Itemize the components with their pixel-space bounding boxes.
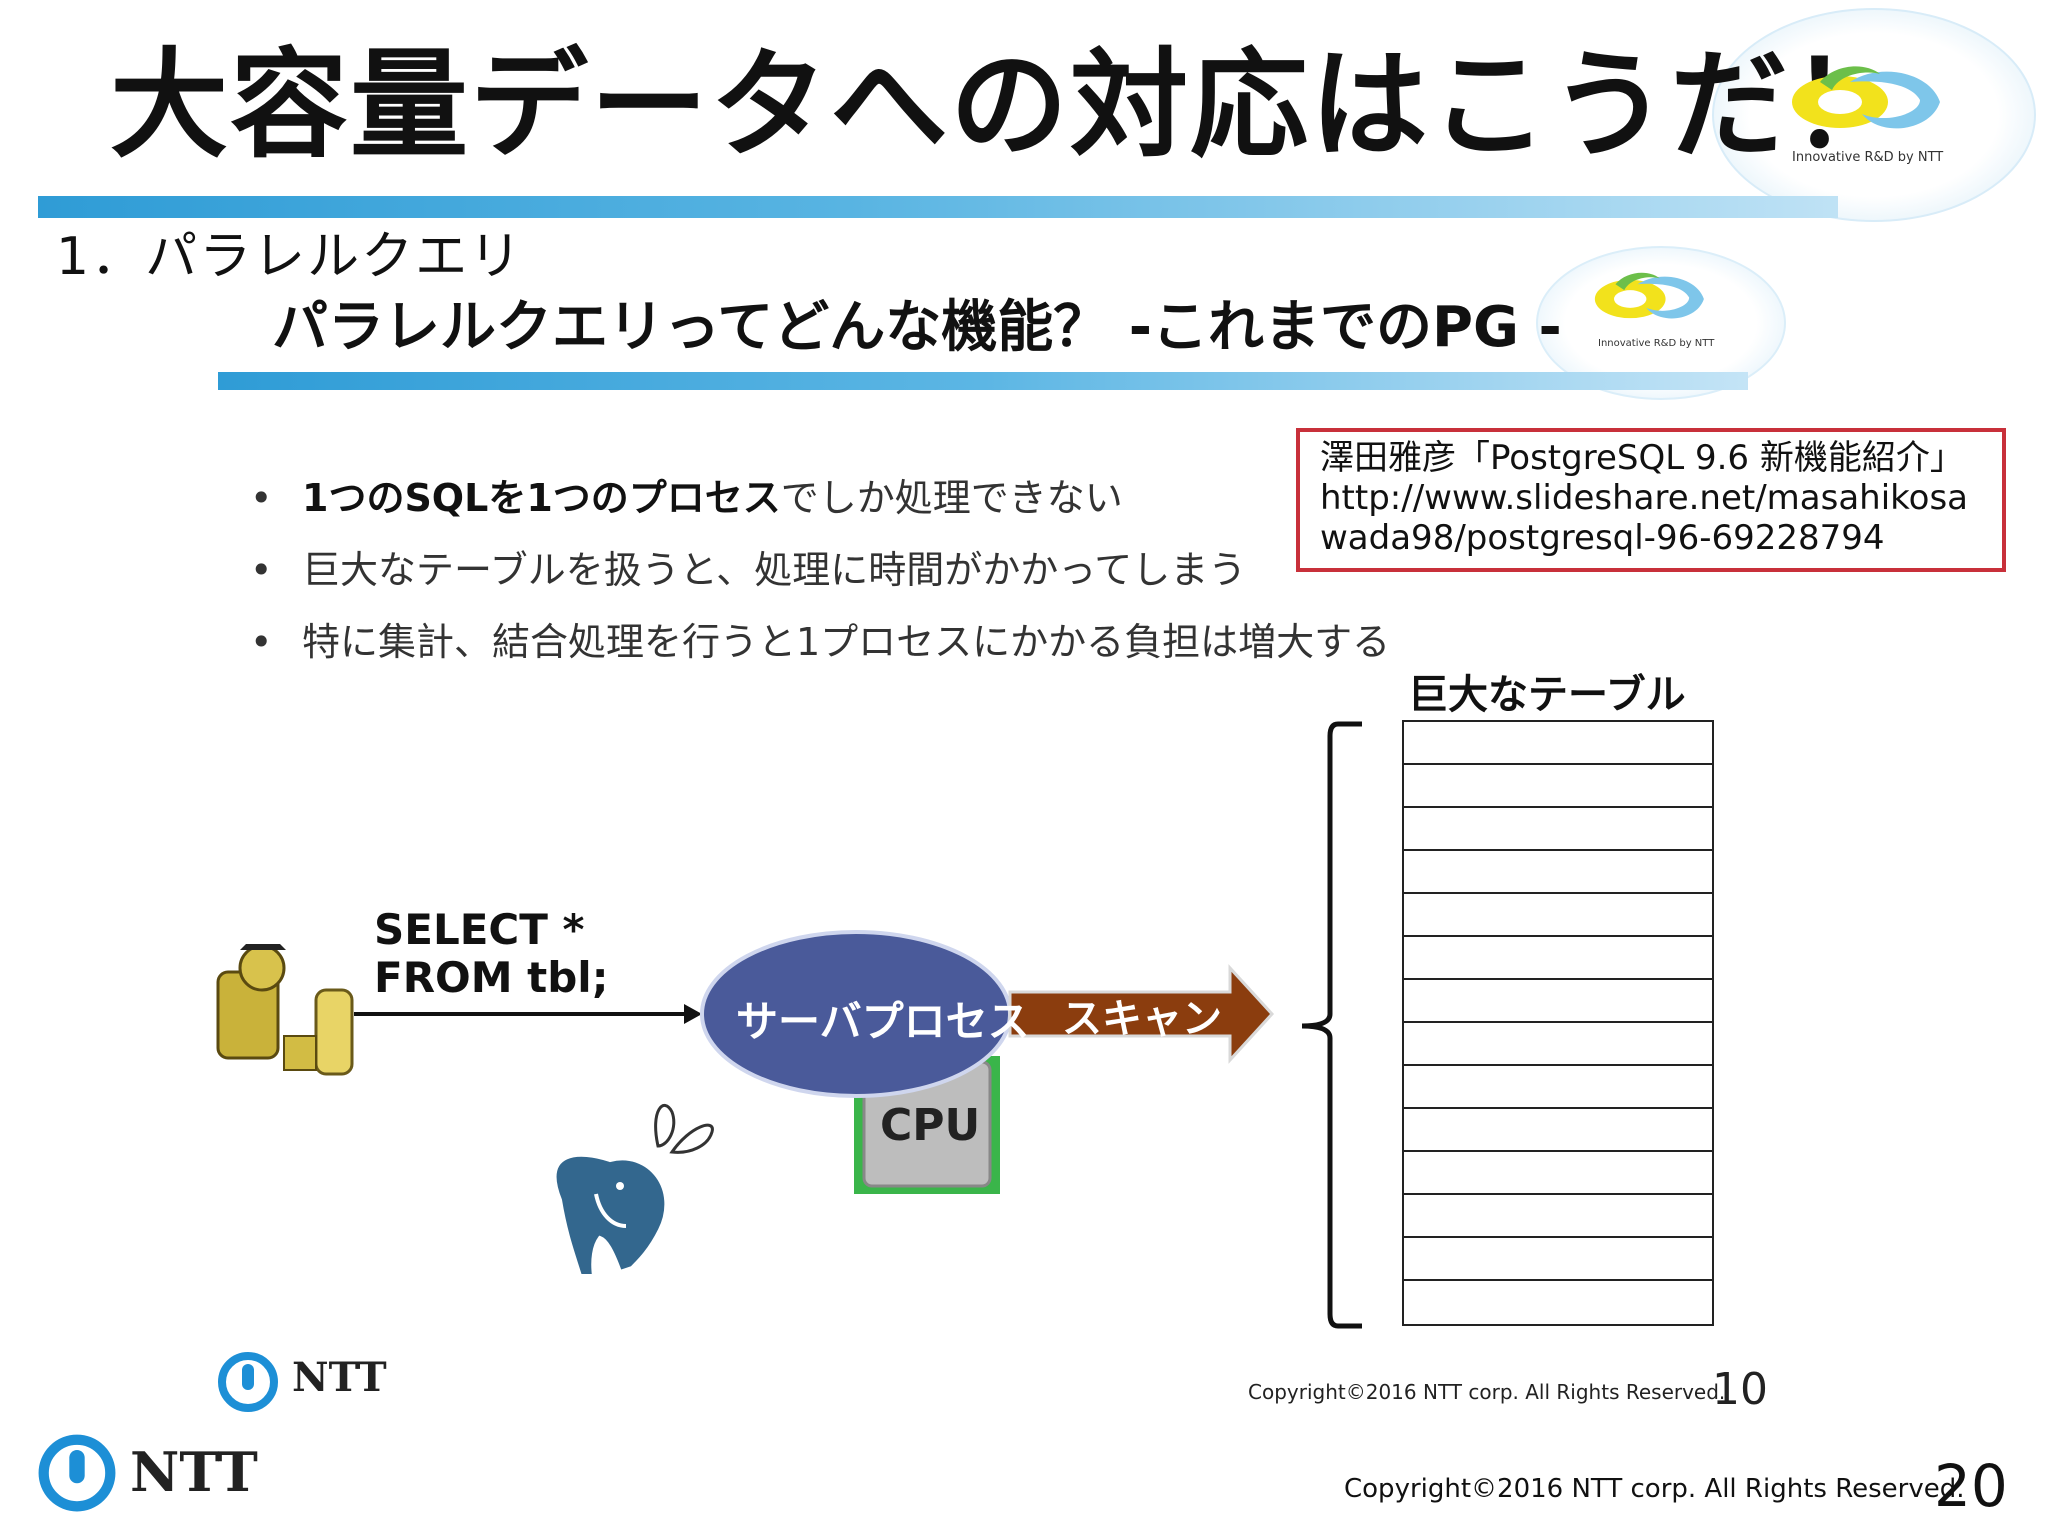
- table-row: [1404, 1281, 1712, 1324]
- table-row: [1404, 1152, 1712, 1195]
- server-process-label: サーバプロセス: [736, 997, 1030, 1046]
- table-row: [1404, 722, 1712, 765]
- reference-link[interactable]: http://www.slideshare.net/masahikosa: [1320, 478, 1969, 518]
- table-row: [1404, 1023, 1712, 1066]
- table-row: [1404, 851, 1712, 894]
- inner-ntt-wordmark: NTT: [292, 1354, 387, 1401]
- copyright: Copyright©2016 NTT corp. All Rights Rese…: [1344, 1474, 1965, 1504]
- bullet-list: 1つのSQLを1つのプロセスでしか処理できない 巨大なテーブルを扱うと、処理に時…: [250, 462, 1390, 678]
- bullet-item: 1つのSQLを1つのプロセスでしか処理できない: [250, 462, 1390, 534]
- bullet-item: 巨大なテーブルを扱うと、処理に時間がかかってしまう: [250, 534, 1390, 606]
- table-row: [1404, 980, 1712, 1023]
- inner-title-underline-bar: [218, 372, 1748, 390]
- table-row: [1404, 1195, 1712, 1238]
- reference-link-cont[interactable]: wada98/postgresql-96-69228794: [1320, 518, 1885, 558]
- outer-logo-caption: Innovative R&D by NTT: [1792, 150, 1944, 165]
- table-row: [1404, 1109, 1712, 1152]
- table-row: [1404, 1238, 1712, 1281]
- table-row: [1404, 808, 1712, 851]
- huge-table: [1402, 720, 1714, 1326]
- title-underline-bar: [38, 196, 1838, 218]
- scan-label: スキャン: [1062, 996, 1222, 1042]
- table-row: [1404, 1066, 1712, 1109]
- table-row: [1404, 937, 1712, 980]
- sql-query: SELECT * FROM tbl;: [374, 906, 609, 1002]
- inner-ntt-logo-icon: [218, 1352, 278, 1412]
- bullet-text: 特に集計、結合処理を行うと1プロセスにかかる負担は増大する: [302, 620, 1391, 664]
- bullet-item: 特に集計、結合処理を行うと1プロセスにかかる負担は増大する: [250, 606, 1390, 678]
- huge-table-label: 巨大なテーブル: [1408, 672, 1686, 718]
- inner-slide-title: パラレルクエリってどんな機能？ -これまでのPG -: [272, 295, 1562, 360]
- section-subheading: 1．パラレルクエリ: [56, 227, 524, 287]
- reference-line: 澤田雅彦「PostgreSQL 9.6 新機能紹介」: [1320, 438, 1964, 478]
- inner-copyright: Copyright©2016 NTT corp. All Rights Rese…: [1248, 1380, 1726, 1404]
- table-row: [1404, 894, 1712, 937]
- inner-logo-caption: Innovative R&D by NTT: [1598, 338, 1715, 349]
- reference-box: 澤田雅彦「PostgreSQL 9.6 新機能紹介」 http://www.sl…: [1296, 428, 2006, 572]
- page-number: 20: [1934, 1452, 2008, 1520]
- user-figure-icon: [216, 944, 354, 1076]
- inner-page-number: 10: [1712, 1364, 1768, 1415]
- bullet-strong: 1つのSQLを1つのプロセス: [302, 476, 781, 520]
- cpu-label: CPU: [880, 1100, 981, 1151]
- bullet-text: でしか処理できない: [780, 476, 1123, 520]
- sql-query-line: SELECT *: [374, 905, 585, 954]
- sql-query-line: FROM tbl;: [374, 953, 609, 1002]
- slide-title: 大容量データへの対応はこうだ！: [110, 36, 1911, 174]
- ntt-wordmark: NTT: [130, 1440, 258, 1504]
- table-row: [1404, 765, 1712, 808]
- ntt-logo-icon: [38, 1434, 116, 1512]
- postgresql-elephant-icon: [552, 1104, 714, 1278]
- bullet-text: 巨大なテーブルを扱うと、処理に時間がかかってしまう: [302, 548, 1247, 592]
- inner-innovative-logo-icon: [1594, 272, 1704, 319]
- innovative-logo-icon: [1792, 66, 1940, 129]
